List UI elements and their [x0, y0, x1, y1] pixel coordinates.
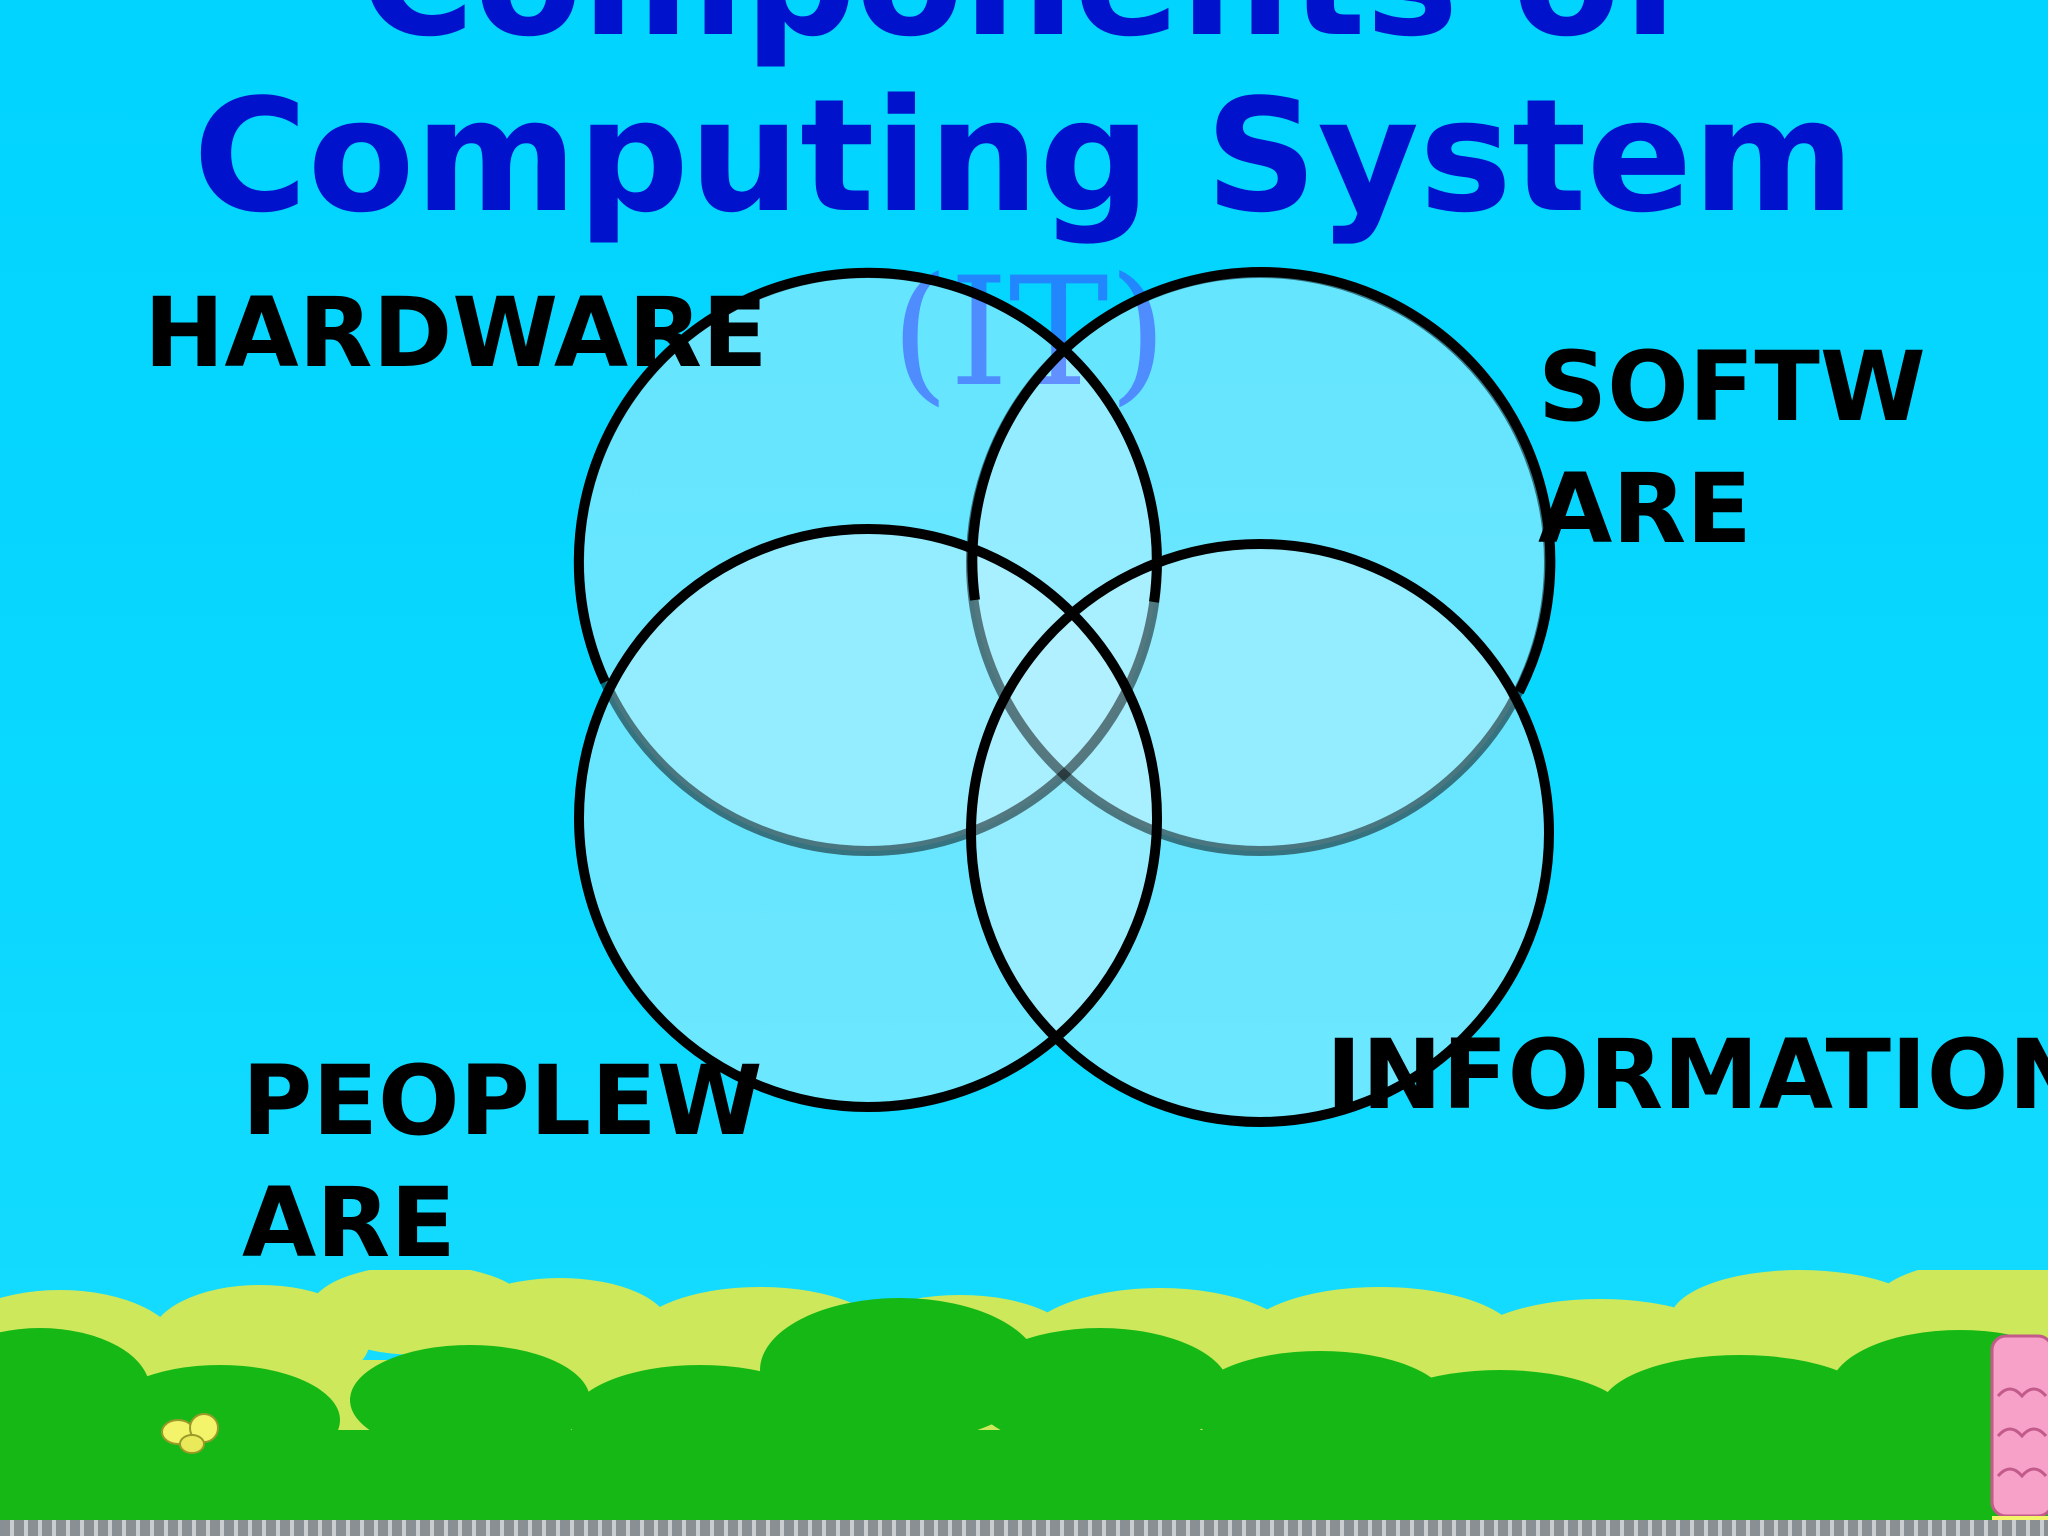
label-information-line: INFORMATION	[1326, 1019, 2048, 1131]
butterfly-icon	[161, 1413, 219, 1454]
label-hardware-line: HARDWARE	[144, 277, 768, 389]
bush-background	[0, 1270, 2048, 1536]
label-hardware: HARDWARE	[144, 272, 768, 394]
label-information: INFORMATION	[1326, 1014, 2048, 1136]
label-peopleware-line-2: ARE	[242, 1167, 456, 1279]
page-title: Computing System	[193, 65, 1855, 247]
bottom-track	[0, 1520, 2048, 1536]
label-software-line-2: ARE	[1538, 453, 1752, 565]
title-line-1: Components of	[0, 0, 2048, 58]
venn-outline-information	[966, 539, 1554, 1127]
venn-circle-information	[971, 544, 1549, 1122]
label-peopleware: PEOPLEW ARE	[242, 1040, 763, 1284]
house-icon	[1990, 1334, 2048, 1526]
venn-arc-hardware-top	[573, 267, 1162, 685]
label-software-line-1: SOFTW	[1538, 331, 1926, 443]
label-software: SOFTW ARE	[1538, 326, 1926, 570]
label-peopleware-line-1: PEOPLEW	[242, 1045, 763, 1157]
venn-outline-peopleware	[574, 524, 1162, 1112]
venn-arc-software-top	[967, 267, 1556, 695]
